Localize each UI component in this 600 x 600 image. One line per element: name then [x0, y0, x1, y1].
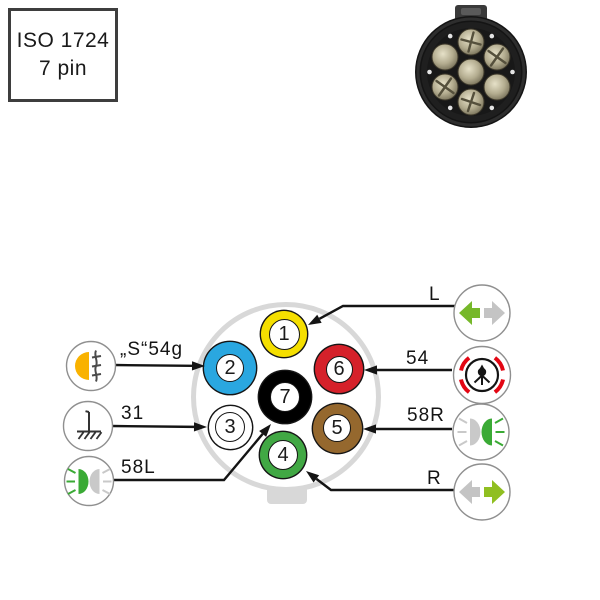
label-s54g: „S“54g: [120, 339, 184, 360]
pin-2: 2: [204, 342, 256, 394]
left-arrow-shape: [459, 480, 480, 504]
pin-number: 5: [331, 416, 343, 439]
fog-lamp-shape: [75, 352, 89, 380]
right-lamp-shape: [481, 418, 492, 446]
label-L: L: [429, 284, 441, 305]
pin-number: 7: [279, 385, 291, 408]
ground-icon: [62, 400, 114, 452]
right-lamp-shape: [89, 469, 100, 494]
pin-number: 2: [224, 356, 236, 379]
turn-signal-right-icon: [453, 463, 511, 521]
brake-red-arcs: [459, 356, 505, 394]
title-box: ISO 1724 7 pin: [8, 8, 118, 102]
label-58L: 58L: [121, 457, 156, 478]
wire-line-pin-3: [111, 424, 195, 429]
left-lamp-shape: [78, 469, 89, 494]
label-58R: 58R: [407, 405, 445, 426]
title-line2: 7 pin: [38, 57, 88, 80]
pin-number: 3: [224, 415, 236, 438]
bulb-symbol: [473, 364, 491, 385]
turn-signal-left-icon: [453, 284, 511, 342]
photo-screw-slots: [435, 31, 507, 113]
tail-light-left-icon: [63, 455, 115, 507]
rear-fog-light-icon: [65, 340, 117, 392]
pin-3: 3: [208, 405, 252, 449]
ground-symbol: [77, 410, 103, 440]
brake-light-icon: [452, 345, 512, 405]
photo-index-dots: [427, 33, 515, 111]
tail-light-right-icon: [452, 403, 510, 461]
label-R: R: [427, 468, 442, 489]
wire-line-pin-2: [113, 363, 193, 368]
left-arrow-shape: [459, 301, 480, 325]
pin-5: 5: [312, 403, 362, 453]
right-arrow-shape: [484, 480, 505, 504]
pin-number: 4: [277, 443, 289, 466]
pin-4: 4: [260, 432, 306, 478]
label-31: 31: [121, 403, 145, 424]
wire-line-pin-1: [318, 304, 456, 320]
pin-6: 6: [315, 345, 363, 393]
connector-photo: [415, 5, 527, 128]
pin-number: 6: [333, 357, 345, 380]
left-lamp-shape: [470, 418, 481, 446]
right-arrow-shape: [484, 301, 505, 325]
label-54: 54: [406, 348, 430, 369]
pin-7: 7: [259, 371, 311, 423]
title-line1: ISO 1724: [16, 29, 110, 52]
pin-1: 1: [261, 311, 307, 357]
pin-number: 1: [278, 322, 290, 345]
